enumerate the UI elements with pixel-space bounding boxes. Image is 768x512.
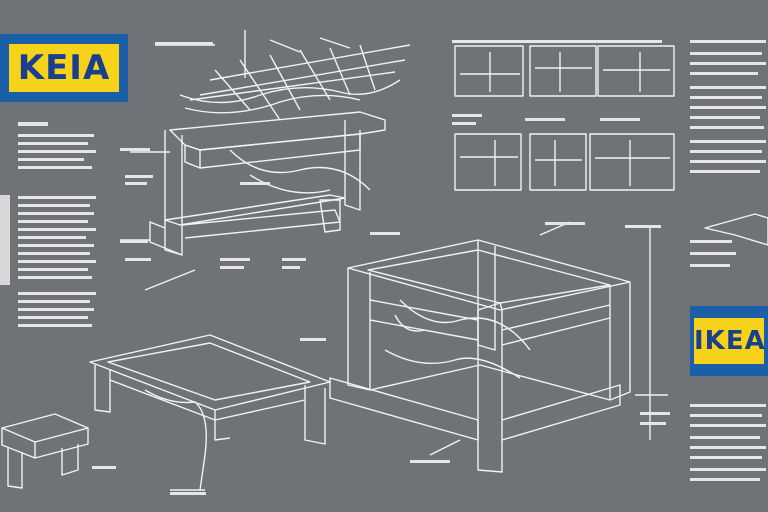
brand-logo-text: IKEA	[694, 318, 765, 364]
small-bench-illustration	[1, 413, 89, 489]
annotation-text-blocks	[0, 40, 766, 495]
partial-bench-illustration	[704, 213, 768, 246]
annotation-block-right-mid	[690, 240, 736, 267]
spec-table-top	[454, 45, 675, 97]
brand-logo-top-left: KEIA	[0, 34, 128, 102]
frame-with-wiring-illustration	[120, 30, 411, 291]
annotation-block-left	[18, 122, 96, 327]
large-frame-illustration	[329, 221, 668, 473]
side-panel	[0, 195, 10, 285]
spec-table-bottom	[454, 133, 675, 191]
brand-logo-right: IKEA	[690, 306, 768, 376]
annotation-block-right-bottom	[690, 404, 766, 481]
base-frame-illustration	[89, 334, 331, 491]
callout-labels	[92, 40, 670, 495]
brand-logo-text: KEIA	[9, 44, 119, 92]
annotation-block-right-top	[690, 40, 766, 173]
